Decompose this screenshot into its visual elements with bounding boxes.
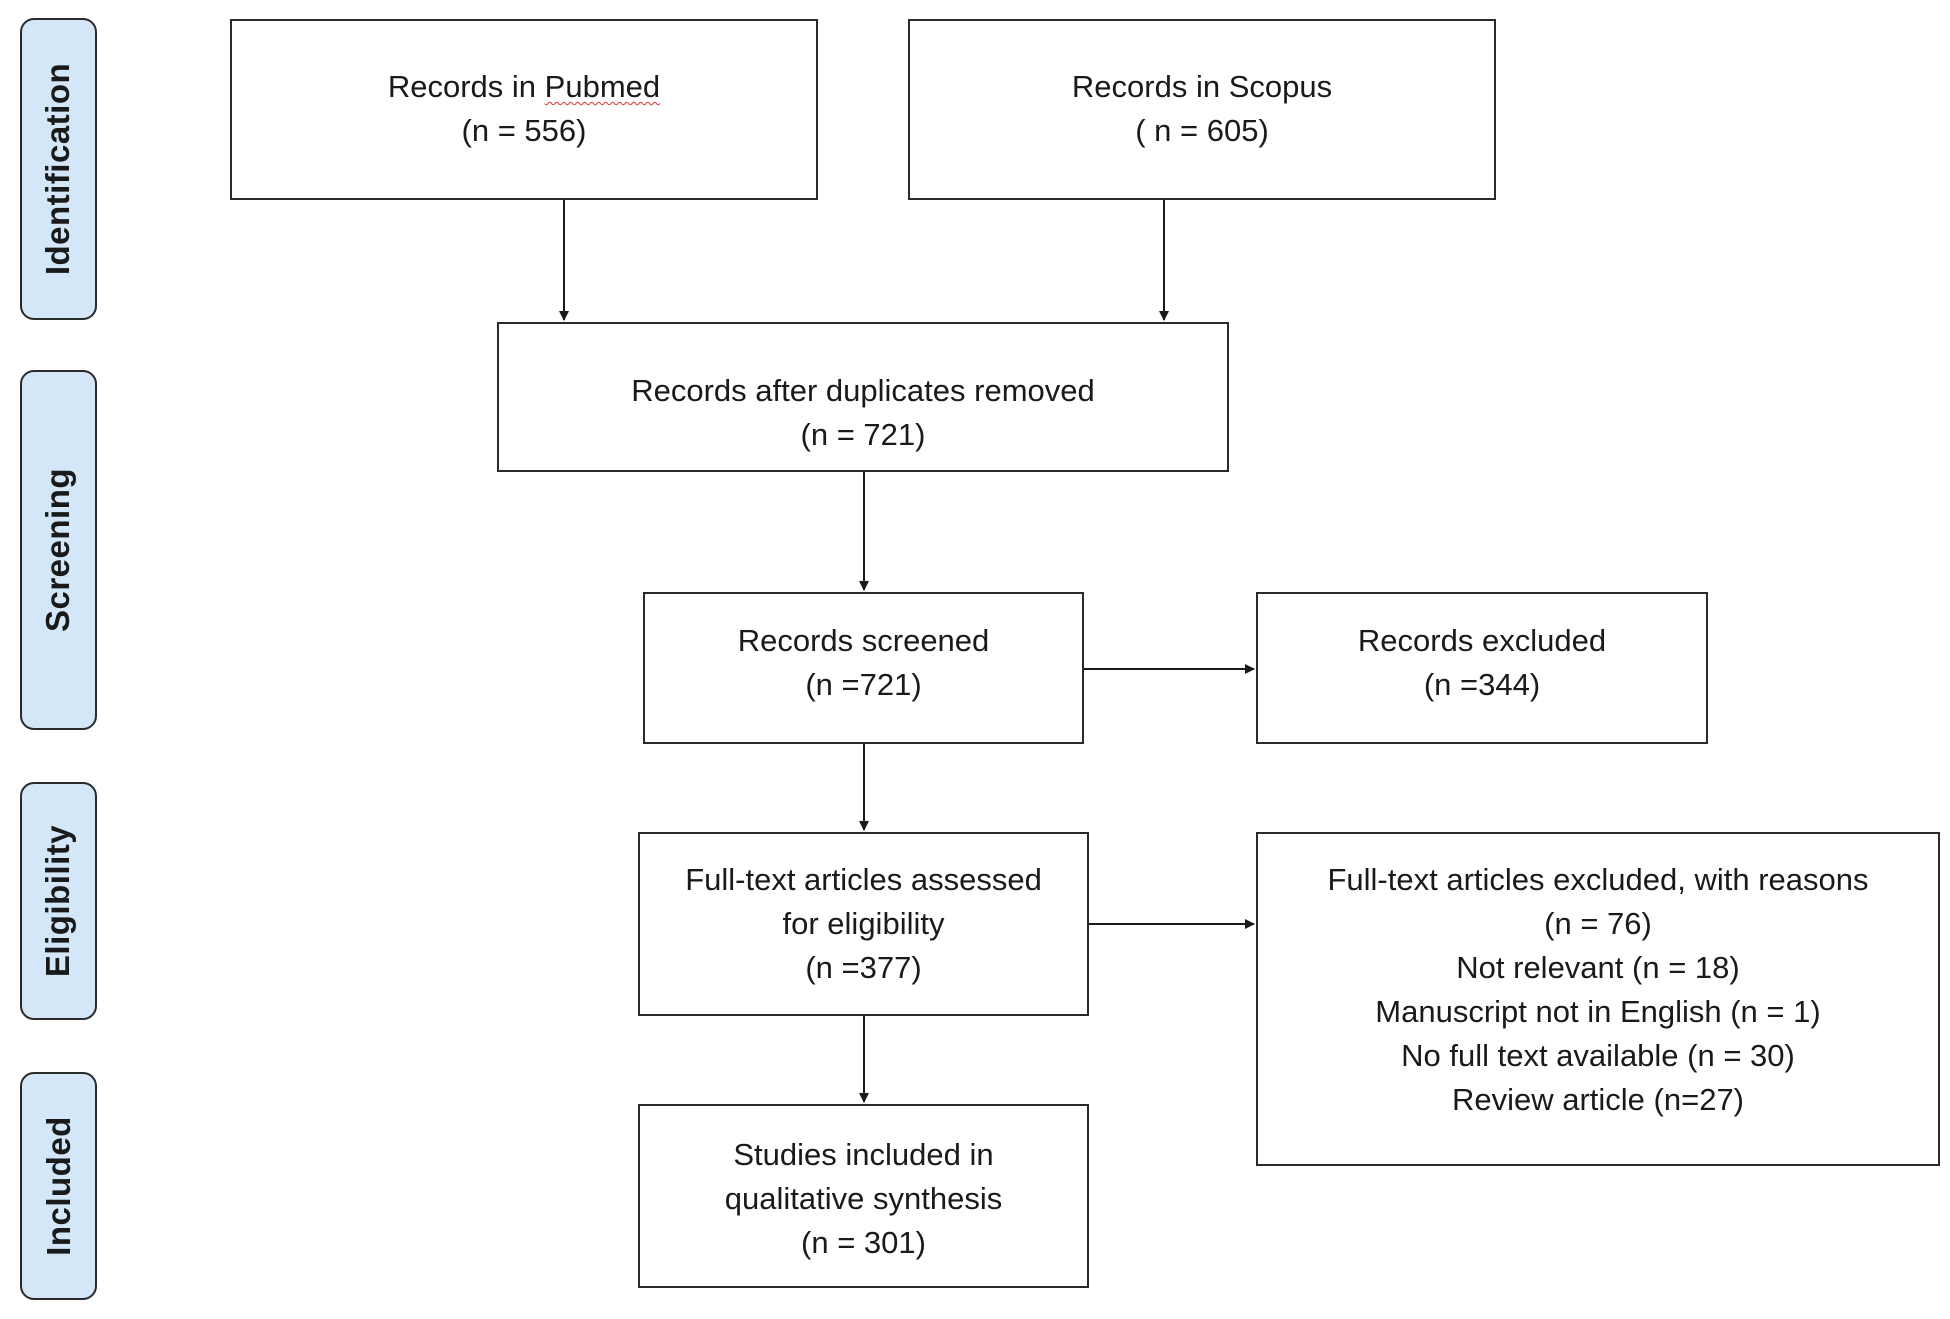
duplicates-count: (n = 721)	[800, 417, 926, 452]
scopus-count: ( n = 605)	[1135, 113, 1269, 148]
scopus-label: Records in Scopus	[1071, 69, 1333, 104]
box-records-scopus: Records in Scopus ( n = 605)	[908, 19, 1496, 200]
fulltext-excluded-label: Full-text articles excluded, with reason…	[1327, 862, 1869, 897]
reason-not-english: Manuscript not in English (n = 1)	[1375, 994, 1821, 1029]
included-line2: qualitative synthesis	[724, 1181, 1003, 1216]
included-line1: Studies included in	[733, 1137, 994, 1172]
box-records-pubmed: Records in Pubmed (n = 556)	[230, 19, 818, 200]
fulltext-assessed-line2: for eligibility	[782, 906, 945, 941]
box-records-screened: Records screened (n =721)	[643, 592, 1084, 744]
pubmed-label: Records in Pubmed	[388, 65, 660, 109]
box-duplicates-removed: Records after duplicates removed (n = 72…	[497, 322, 1229, 472]
pubmed-word: Pubmed	[544, 69, 661, 104]
phase-identification: Identification	[20, 18, 97, 320]
reason-not-relevant: Not relevant (n = 18)	[1456, 950, 1740, 985]
box-studies-included: Studies included in qualitative synthesi…	[638, 1104, 1089, 1288]
box-records-excluded: Records excluded (n =344)	[1256, 592, 1708, 744]
pubmed-count: (n = 556)	[461, 113, 587, 148]
screened-label: Records screened	[737, 623, 990, 658]
phase-screening: Screening	[20, 370, 97, 730]
phase-included: Included	[20, 1072, 97, 1300]
fulltext-assessed-line1: Full-text articles assessed	[685, 862, 1042, 897]
included-count: (n = 301)	[801, 1225, 926, 1260]
duplicates-label: Records after duplicates removed	[631, 373, 1095, 408]
box-fulltext-excluded: Full-text articles excluded, with reason…	[1256, 832, 1940, 1166]
phase-eligibility: Eligibility	[20, 782, 97, 1020]
screened-count: (n =721)	[805, 667, 922, 702]
reason-review-article: Review article (n=27)	[1451, 1082, 1745, 1117]
pubmed-label-prefix: Records in	[387, 69, 545, 104]
fulltext-assessed-count: (n =377)	[805, 950, 922, 985]
excluded-count: (n =344)	[1423, 667, 1541, 702]
box-fulltext-assessed: Full-text articles assessed for eligibil…	[638, 832, 1089, 1016]
fulltext-excluded-count: (n = 76)	[1544, 906, 1652, 941]
excluded-label: Records excluded	[1357, 623, 1607, 658]
reason-no-full-text: No full text available (n = 30)	[1401, 1038, 1795, 1073]
